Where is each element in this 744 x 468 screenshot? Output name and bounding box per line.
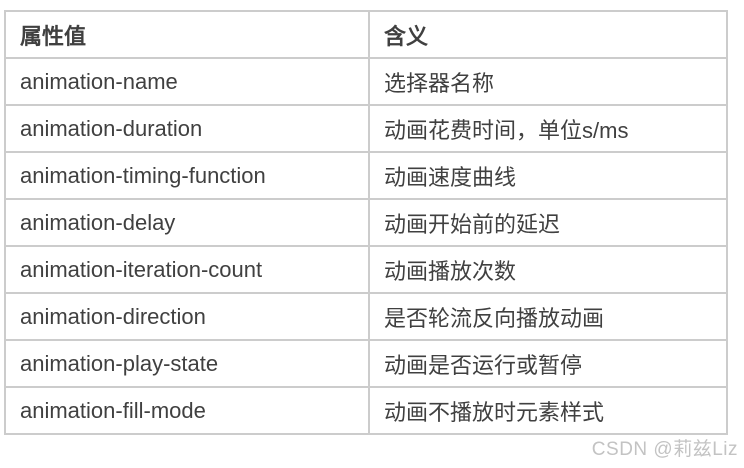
meaning-cell: 动画不播放时元素样式	[368, 386, 728, 435]
property-cell: animation-duration	[4, 104, 370, 153]
property-cell: animation-iteration-count	[4, 245, 370, 294]
table-row: animation-direction 是否轮流反向播放动画	[4, 292, 728, 341]
csdn-watermark: CSDN @莉兹Liz	[591, 439, 738, 460]
header-cell-meaning: 含义	[368, 10, 728, 59]
property-cell: animation-name	[4, 57, 370, 106]
meaning-cell: 动画速度曲线	[368, 151, 728, 200]
table-header-row: 属性值 含义	[4, 10, 728, 59]
table-row: animation-duration 动画花费时间，单位s/ms	[4, 104, 728, 153]
table-row: animation-timing-function 动画速度曲线	[4, 151, 728, 200]
table-row: animation-iteration-count 动画播放次数	[4, 245, 728, 294]
property-cell: animation-delay	[4, 198, 370, 247]
meaning-cell: 动画开始前的延迟	[368, 198, 728, 247]
meaning-cell: 选择器名称	[368, 57, 728, 106]
meaning-cell: 动画是否运行或暂停	[368, 339, 728, 388]
property-cell: animation-fill-mode	[4, 386, 370, 435]
property-cell: animation-timing-function	[4, 151, 370, 200]
animation-properties-table: 属性值 含义 animation-name 选择器名称 animation-du…	[4, 10, 728, 435]
table-row: animation-play-state 动画是否运行或暂停	[4, 339, 728, 388]
meaning-cell: 动画播放次数	[368, 245, 728, 294]
table-row: animation-delay 动画开始前的延迟	[4, 198, 728, 247]
meaning-cell: 是否轮流反向播放动画	[368, 292, 728, 341]
table-row: animation-fill-mode 动画不播放时元素样式	[4, 386, 728, 435]
meaning-cell: 动画花费时间，单位s/ms	[368, 104, 728, 153]
property-cell: animation-direction	[4, 292, 370, 341]
table-row: animation-name 选择器名称	[4, 57, 728, 106]
property-cell: animation-play-state	[4, 339, 370, 388]
header-cell-property: 属性值	[4, 10, 370, 59]
